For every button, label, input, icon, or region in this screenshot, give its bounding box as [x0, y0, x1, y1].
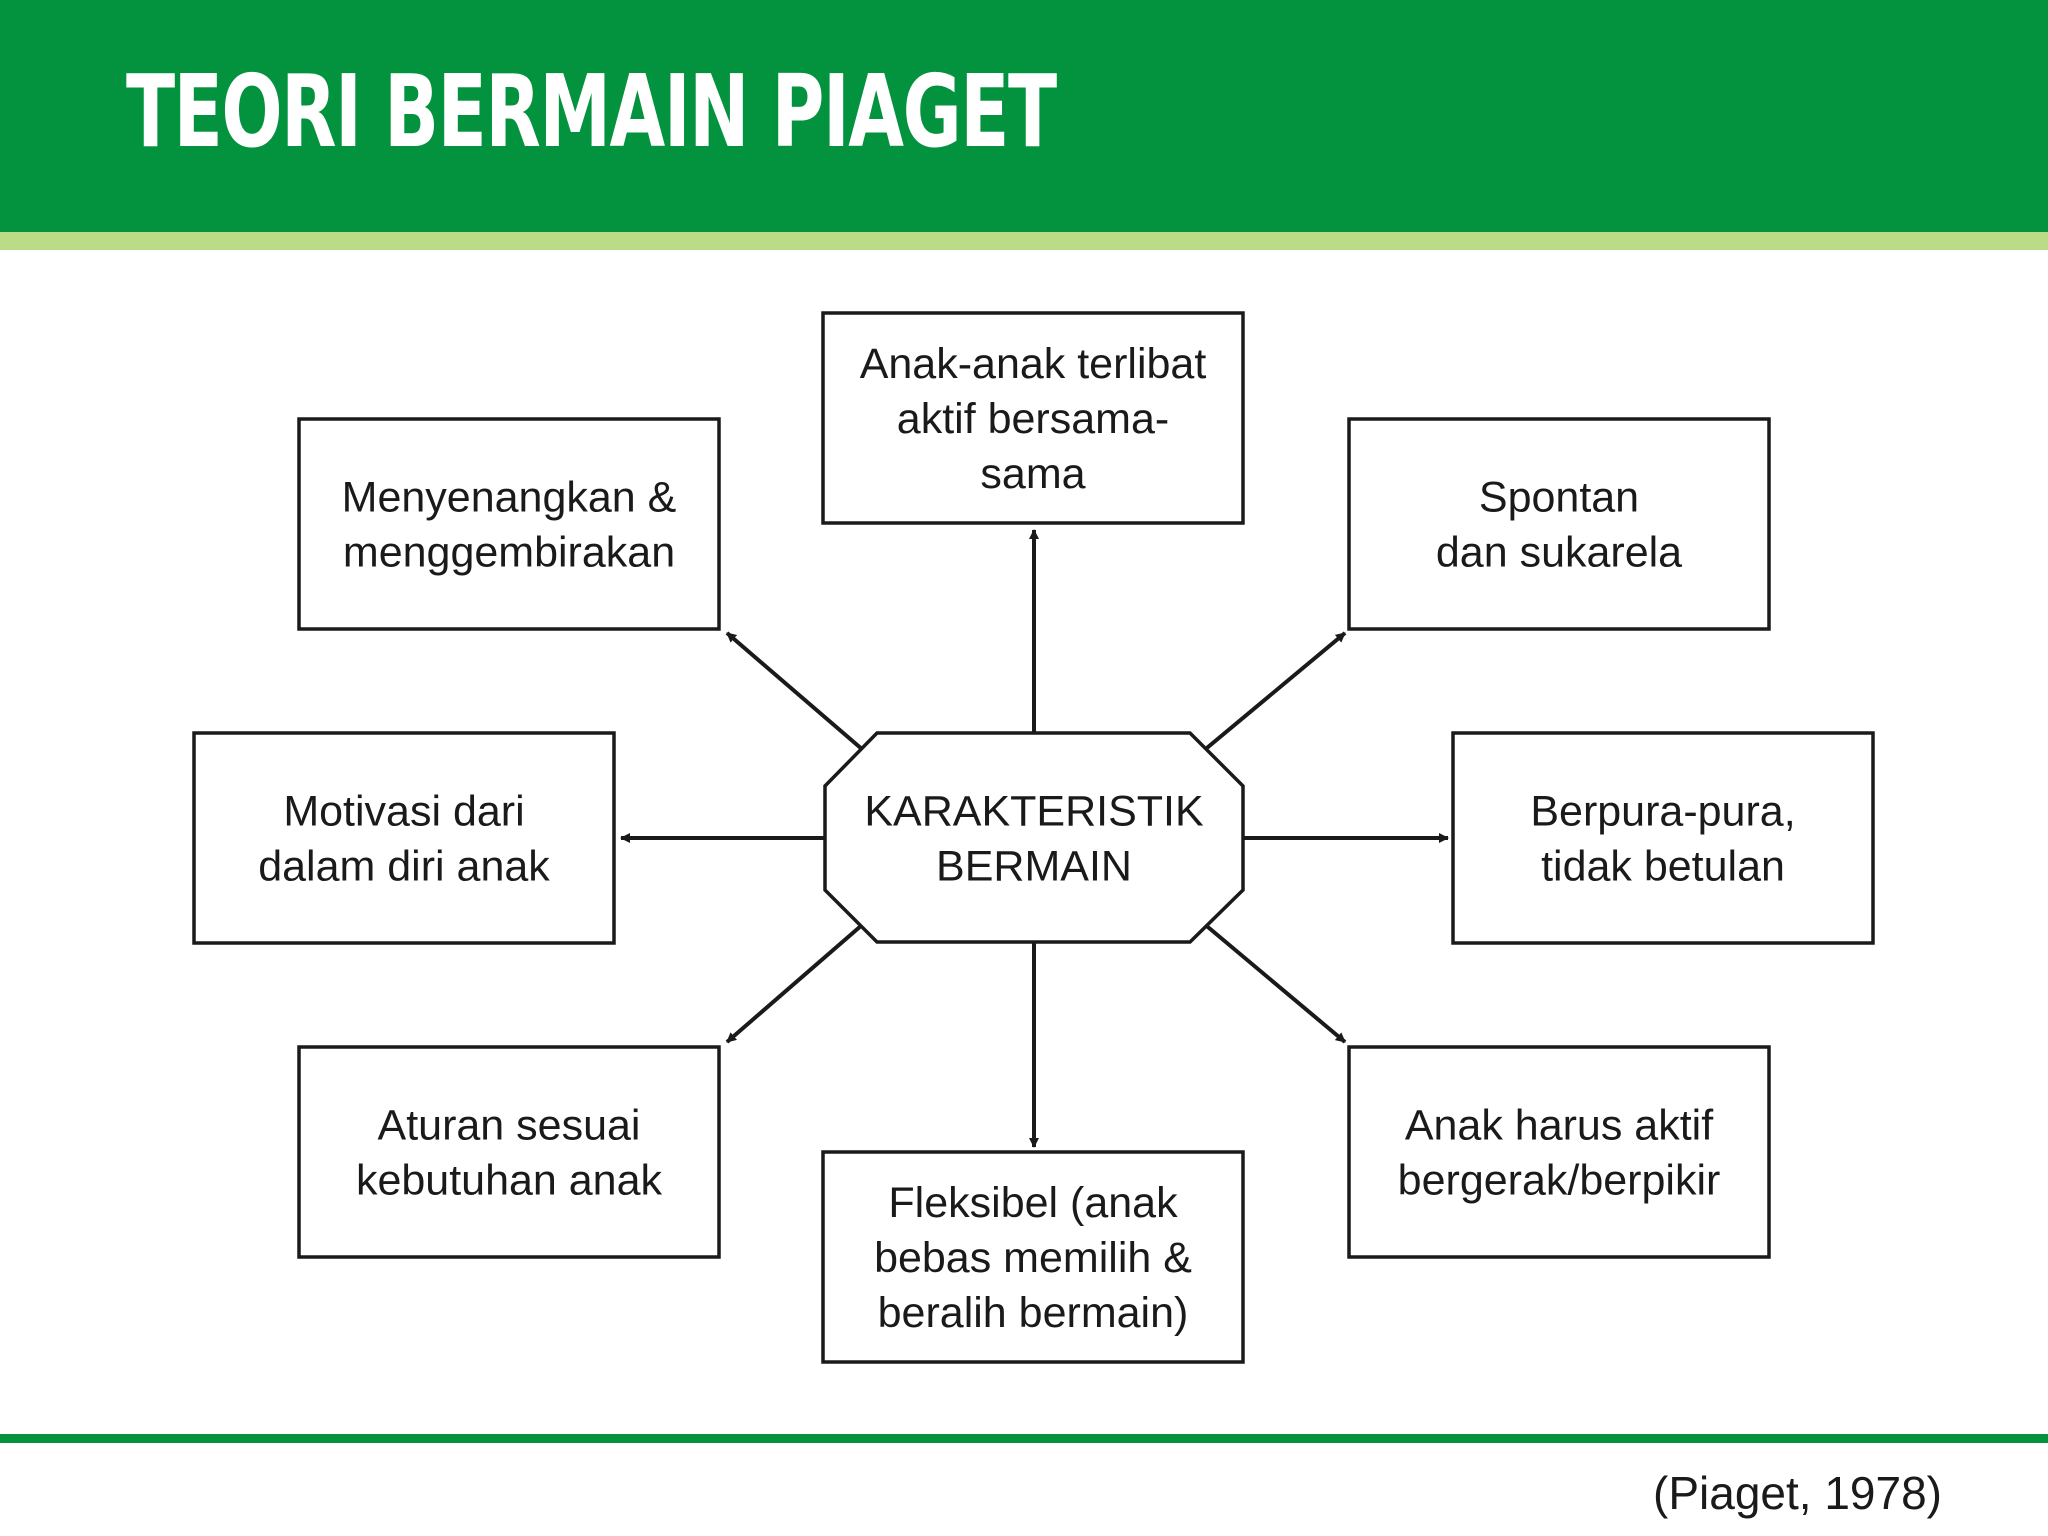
slide-title: TEORI BERMAIN PIAGET	[126, 53, 1057, 170]
center-node: KARAKTERISTIK BERMAIN	[823, 731, 1245, 944]
node-left-line-2: dalam diri anak	[258, 843, 550, 891]
node-bottom-line-3: beralih bermain)	[878, 1289, 1189, 1337]
arrow-to-bottom-right	[1188, 910, 1347, 1044]
node-right-line-2: tidak betulan	[1541, 843, 1785, 891]
node-bottom: Fleksibel (anak bebas memilih & beralih be…	[821, 1150, 1245, 1364]
node-box-top	[821, 311, 1245, 525]
node-top: Anak-anak terlibat aktif bersama-sama	[821, 311, 1245, 525]
node-box-bottom-right	[1347, 1045, 1771, 1259]
header-bar	[0, 0, 2048, 232]
node-left-line-1: Motivasi dari	[283, 788, 524, 836]
node-bottom-left: Aturan sesuai kebutuhan anak	[297, 1045, 721, 1259]
node-box-right	[1451, 731, 1875, 945]
footer-line	[0, 1434, 2048, 1443]
center-label-line-2: BERMAIN	[936, 843, 1132, 891]
node-box-bottom	[821, 1150, 1245, 1364]
arrows-group	[620, 529, 1449, 1148]
node-top-left-line-2: menggembirakan	[343, 529, 675, 577]
node-bottom-right-line-2: bergerak/berpikir	[1398, 1157, 1721, 1205]
node-top-line-3: sama	[980, 450, 1085, 498]
center-octagon	[823, 731, 1245, 944]
center-label-line-1: KARAKTERISTIK	[864, 788, 1204, 836]
node-top-right: Spontan dan sukarela	[1347, 417, 1771, 631]
node-box-bottom-left	[297, 1045, 721, 1259]
node-top-line-2: aktif bersama-	[897, 395, 1169, 443]
node-bottom-line-1: Fleksibel (anak	[888, 1179, 1178, 1227]
node-bottom-line-2: bebas memilih &	[874, 1234, 1192, 1282]
node-box-top-right	[1347, 417, 1771, 631]
citation: (Piaget, 1978)	[1653, 1467, 1942, 1519]
node-right: Berpura-pura, tidak betulan	[1451, 731, 1875, 945]
node-box-top-left	[297, 417, 721, 631]
header-accent-stripe	[0, 232, 2048, 250]
node-left: Motivasi dari dalam diri anak	[192, 731, 616, 945]
node-top-left-line-1: Menyenangkan &	[342, 474, 677, 522]
node-top-right-line-2: dan sukarela	[1436, 529, 1682, 577]
node-bottom-left-line-2: kebutuhan anak	[356, 1157, 663, 1205]
node-box-left	[192, 731, 616, 945]
node-bottom-left-line-1: Aturan sesuai	[378, 1102, 641, 1150]
arrow-to-top-left	[725, 631, 879, 764]
arrow-to-bottom-left	[725, 910, 879, 1044]
arrow-to-top-right	[1188, 631, 1347, 764]
node-top-right-line-1: Spontan	[1479, 474, 1639, 522]
node-bottom-right: Anak harus aktif bergerak/berpikir	[1347, 1045, 1771, 1259]
node-bottom-right-line-1: Anak harus aktif	[1405, 1102, 1714, 1150]
node-top-left: Menyenangkan & menggembirakan	[297, 417, 721, 631]
node-right-line-1: Berpura-pura,	[1530, 788, 1795, 836]
node-top-line-1: Anak-anak terlibat	[860, 340, 1207, 388]
